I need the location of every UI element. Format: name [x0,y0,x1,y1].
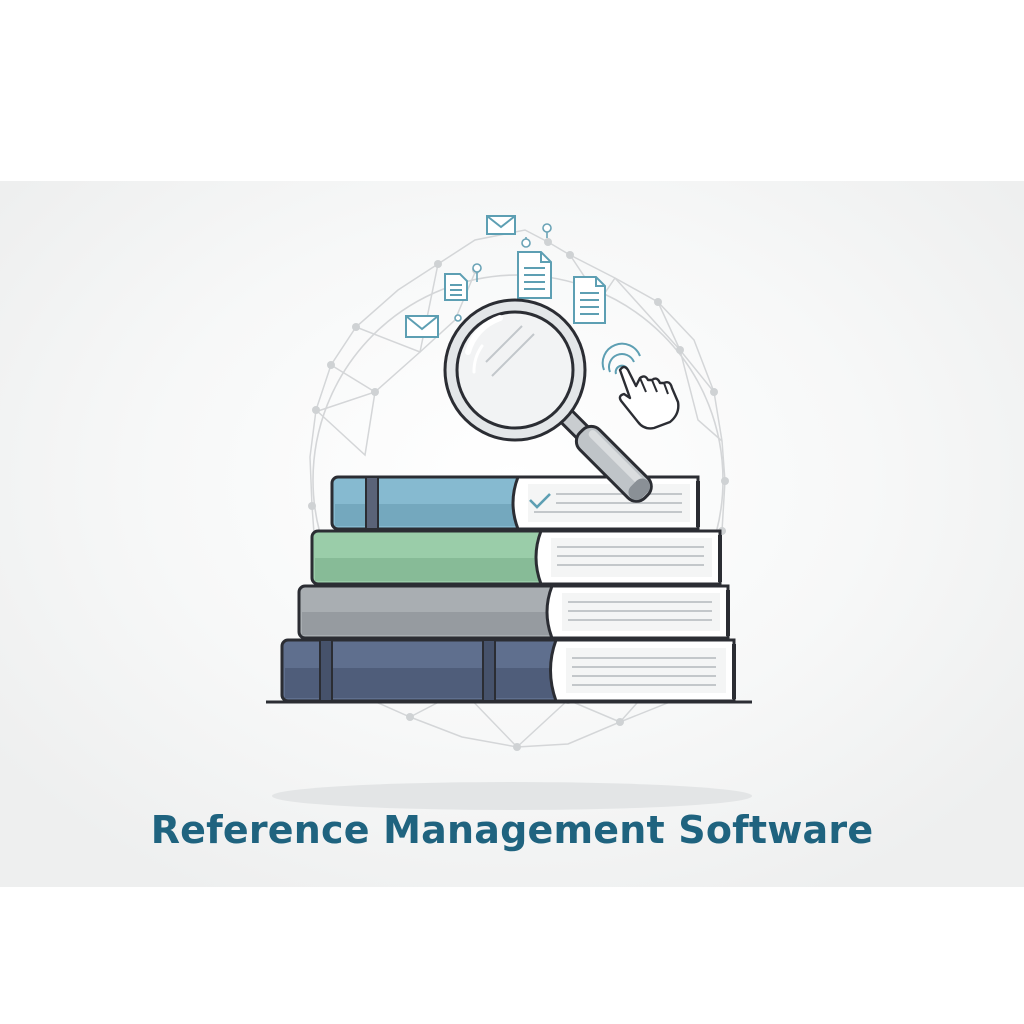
page-title: Reference Management Software [150,808,874,852]
document-icon [517,251,552,299]
book-navy [280,638,736,703]
magnifying-glass-icon [443,298,653,503]
envelope-icon [405,315,439,338]
book-green [310,529,722,586]
document-icon [573,276,606,324]
envelope-icon [486,215,516,235]
book-blue [330,475,700,531]
floor-shadow [272,782,752,810]
hand-pointer-icon [601,342,680,430]
document-icon [444,273,468,301]
book-gray [297,584,730,640]
checkmark-icon [529,493,551,509]
pin-icons [454,223,552,322]
